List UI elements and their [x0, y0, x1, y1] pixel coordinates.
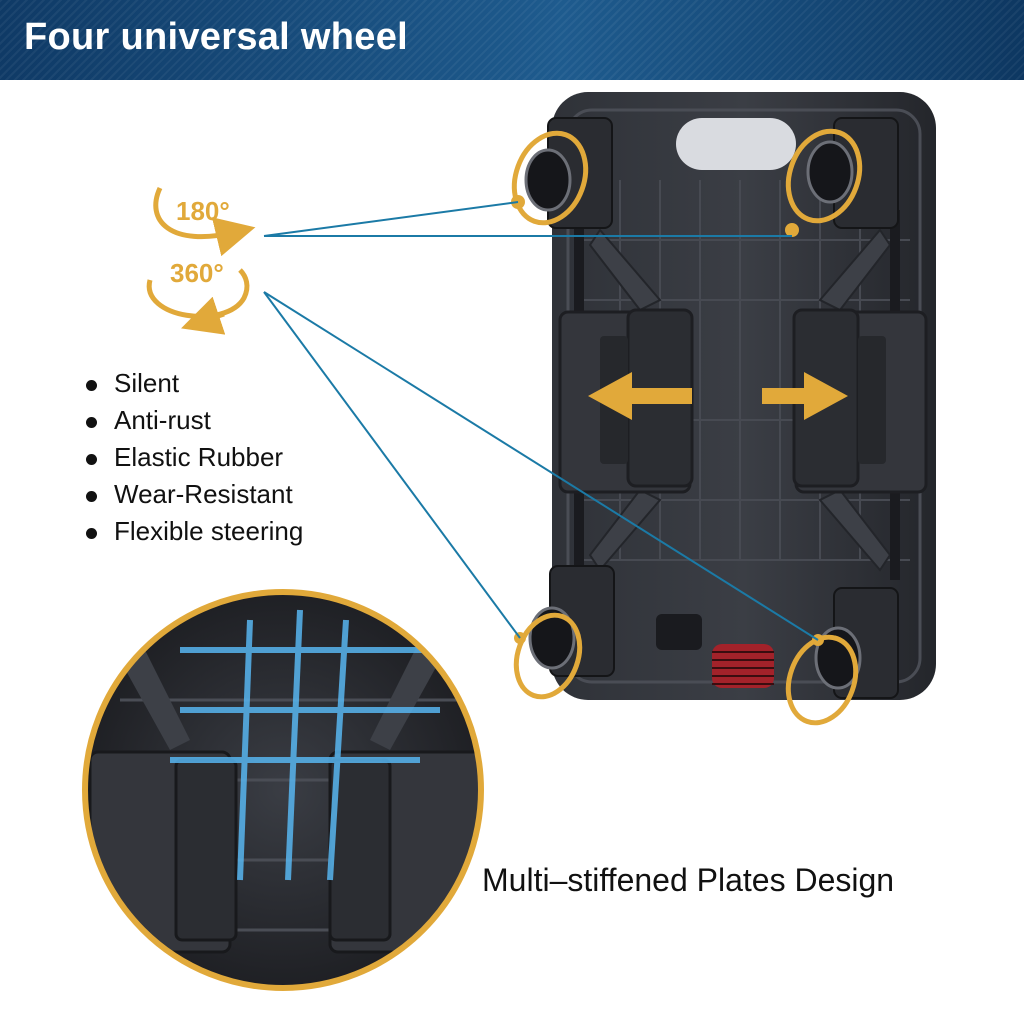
rotation-180-icon	[153, 186, 256, 257]
label-180: 180°	[176, 196, 230, 226]
rotation-rings	[511, 128, 863, 726]
bullet-icon	[86, 454, 97, 465]
rotation-360-icon	[146, 268, 250, 335]
bullet-icon	[86, 528, 97, 539]
list-item: Silent	[86, 366, 303, 403]
handle-slot	[676, 118, 796, 170]
design-caption: Multi–stiffened Plates Design	[482, 862, 895, 898]
bullet-icon	[86, 380, 97, 391]
list-item: Anti-rust	[86, 403, 303, 440]
connector-lines	[263, 201, 819, 641]
list-item: Wear-Resistant	[86, 477, 303, 514]
cart-bottom-view	[524, 92, 936, 700]
arrow-left-icon	[588, 372, 692, 420]
list-item: Flexible steering	[86, 514, 303, 551]
label-360: 360°	[170, 258, 224, 288]
bullet-icon	[86, 491, 97, 502]
arrow-right-icon	[762, 372, 848, 420]
bullet-icon	[86, 417, 97, 428]
bungee-cord	[712, 644, 774, 688]
header-banner	[0, 0, 1024, 80]
page-title: Four universal wheel	[24, 16, 408, 58]
feature-list: Silent Anti-rust Elastic Rubber Wear-Res…	[86, 366, 303, 551]
list-item: Elastic Rubber	[86, 440, 303, 477]
